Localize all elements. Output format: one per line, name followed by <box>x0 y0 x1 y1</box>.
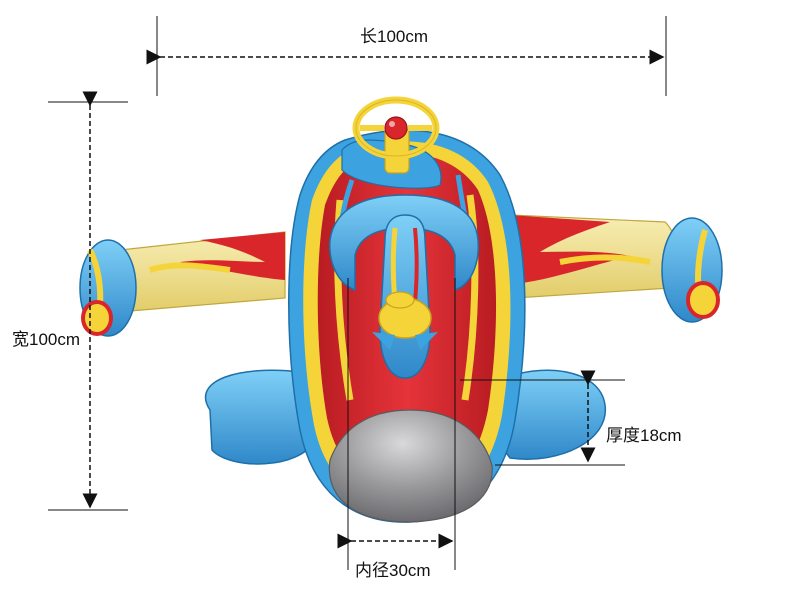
length-dimension-line <box>146 16 667 96</box>
right-wing-tip <box>661 217 723 323</box>
thickness-dimension-line <box>460 370 625 466</box>
steering-wheel <box>341 96 442 189</box>
width-label: 宽100cm <box>10 325 83 350</box>
inner-diameter-label: 内径30cm <box>353 556 433 581</box>
left-wing-tip <box>79 239 137 337</box>
front-handle <box>372 214 438 379</box>
thickness-label: 厚度18cm <box>604 421 684 446</box>
inner-diameter-dimension-line <box>337 278 456 570</box>
left-wing <box>110 231 286 313</box>
nose-cone <box>328 409 493 523</box>
right-wing <box>509 214 679 299</box>
width-dimension-line <box>48 91 128 511</box>
length-label: 长100cm <box>358 22 431 47</box>
